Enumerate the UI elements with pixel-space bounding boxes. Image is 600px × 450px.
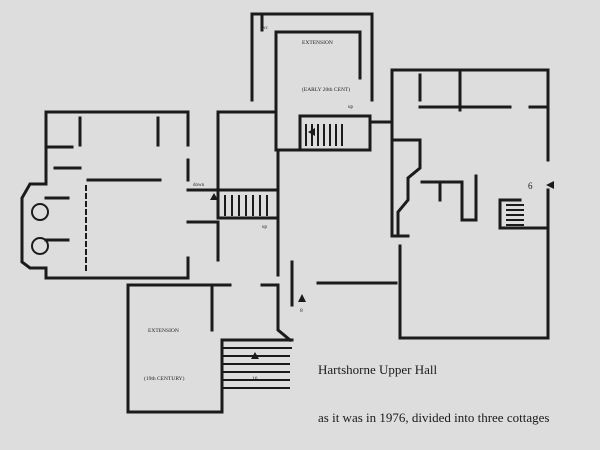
right-small-staircase	[506, 204, 524, 226]
bottom-extension-walls	[126, 283, 294, 414]
bay-window	[31, 237, 49, 255]
north-arrow	[298, 294, 306, 302]
left-wing-walls	[20, 110, 190, 280]
middle-staircase	[224, 195, 268, 216]
extension-top-label: EXTENSION	[302, 40, 333, 46]
right-block-inner-walls	[393, 68, 547, 238]
stair-arrow	[251, 352, 259, 359]
wc-label: wc	[262, 26, 269, 31]
lower-staircase	[222, 347, 292, 389]
up-label-top: up	[348, 105, 354, 110]
right-block-walls	[316, 68, 550, 340]
bay-window	[31, 203, 49, 221]
up-arrow	[308, 128, 315, 136]
left-wing-inner-walls	[44, 116, 162, 242]
right-stair-walls	[498, 198, 550, 230]
central-stair-hall-walls	[186, 110, 372, 277]
19th-century-label: (19th CENTURY)	[144, 375, 185, 382]
upper-staircase	[305, 124, 343, 146]
caption-subtitle: as it was in 1976, divided into three co…	[318, 410, 550, 425]
caption-title: Hartshorne Upper Hall	[318, 362, 438, 377]
up-label-mid: up	[262, 225, 268, 230]
early-20th-century-label: (EARLY 20th CENT)	[302, 86, 350, 93]
extension-bottom-label: EXTENSION	[148, 328, 179, 334]
marker-arrow	[546, 181, 554, 189]
corridor-walls	[186, 220, 294, 343]
stair-number-label: 16	[252, 376, 258, 382]
marker-8-label: 8	[300, 308, 303, 314]
down-arrow	[210, 193, 218, 200]
top-extension-walls	[216, 12, 374, 220]
marker-6-label: 6	[528, 181, 533, 191]
down-label: down	[193, 183, 205, 188]
